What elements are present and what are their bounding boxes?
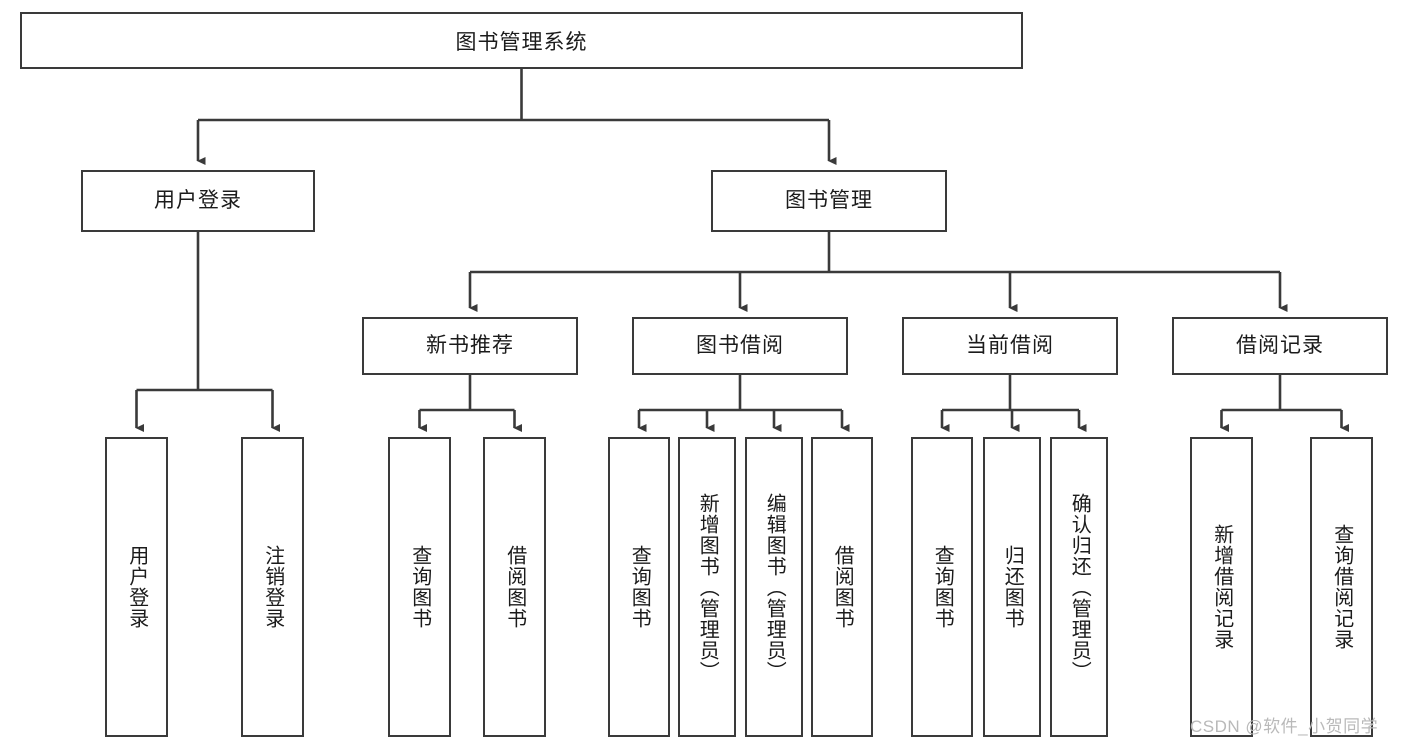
node-leaf-9[interactable]: 归还图书 [983,437,1041,737]
node-l3-3[interactable]: 借阅记录 [1172,317,1388,375]
node-label: 新增借阅记录 [1210,524,1233,650]
node-label: 新书推荐 [426,334,514,358]
node-l2-0[interactable]: 用户登录 [81,170,315,232]
node-label: 图书管理 [785,189,873,213]
node-label: 查询借阅记录 [1330,524,1353,650]
node-l2-1[interactable]: 图书管理 [711,170,947,232]
node-label: 图书管理系统 [455,30,588,54]
node-label: 注销登录 [261,545,284,629]
node-label: 当前借阅 [966,334,1054,358]
node-l3-0[interactable]: 新书推荐 [362,317,578,375]
node-leaf-4[interactable]: 查询图书 [608,437,670,737]
node-label: 确认归还（管理员） [1068,492,1091,682]
node-leaf-8[interactable]: 查询图书 [911,437,973,737]
node-leaf-11[interactable]: 新增借阅记录 [1190,437,1253,737]
node-leaf-6[interactable]: 编辑图书（管理员） [745,437,803,737]
node-label: 借阅图书 [503,545,526,629]
node-label: 归还图书 [1001,545,1024,629]
node-label: 查询图书 [628,545,651,629]
node-leaf-1[interactable]: 注销登录 [241,437,304,737]
node-label: 用户登录 [154,189,242,213]
node-l3-2[interactable]: 当前借阅 [902,317,1118,375]
node-leaf-10[interactable]: 确认归还（管理员） [1050,437,1108,737]
node-leaf-12[interactable]: 查询借阅记录 [1310,437,1373,737]
node-label: 编辑图书（管理员） [763,492,786,682]
node-label: 借阅图书 [831,545,854,629]
node-leaf-2[interactable]: 查询图书 [388,437,451,737]
node-label: 查询图书 [408,545,431,629]
node-leaf-7[interactable]: 借阅图书 [811,437,873,737]
node-label: 用户登录 [125,545,148,629]
node-label: 新增图书（管理员） [696,492,719,682]
node-leaf-5[interactable]: 新增图书（管理员） [678,437,736,737]
node-label: 查询图书 [931,545,954,629]
node-l3-1[interactable]: 图书借阅 [632,317,848,375]
watermark-label: CSDN @软件_小贺同学 [1190,717,1379,736]
node-leaf-0[interactable]: 用户登录 [105,437,168,737]
node-leaf-3[interactable]: 借阅图书 [483,437,546,737]
node-root-图书管理系统[interactable]: 图书管理系统 [20,12,1023,69]
node-label: 借阅记录 [1236,334,1324,358]
node-label: 图书借阅 [696,334,784,358]
